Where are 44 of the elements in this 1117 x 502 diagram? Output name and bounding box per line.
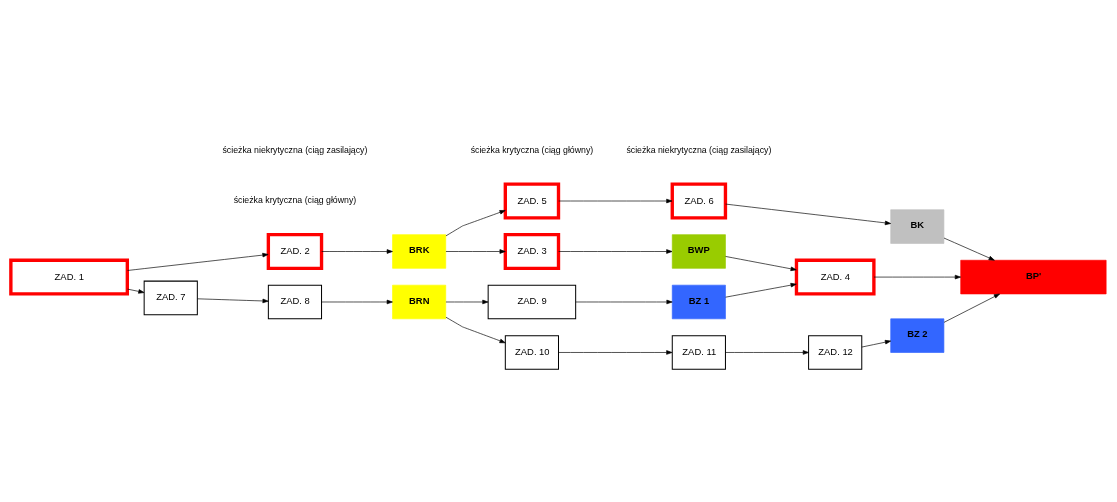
arrow	[321, 299, 393, 304]
arrow	[197, 297, 269, 303]
arrow	[943, 293, 1000, 323]
node-box: ZAD. 4	[794, 258, 876, 296]
node-box: ZAD. 9	[487, 284, 577, 319]
label: ścieżka krytyczna (ciąg główny)	[233, 194, 357, 205]
node-box: BRK	[392, 233, 447, 269]
node-box: ZAD. 3	[503, 232, 561, 270]
arrow	[873, 274, 961, 279]
arrow	[575, 299, 673, 304]
node-box: BK	[890, 208, 945, 244]
node-box: BWP	[671, 233, 726, 269]
label: ścieżka niekrytyczna (ciąg zasilający)	[222, 144, 368, 155]
node-box: ZAD. 7	[143, 280, 198, 315]
arrow	[445, 316, 506, 343]
arrow	[445, 209, 506, 236]
node-box: ZAD. 2	[266, 232, 324, 270]
node-box: ZAD. 12	[808, 334, 863, 370]
node-box: ZAD. 11	[671, 334, 726, 370]
node-box: BZ 1	[671, 284, 726, 319]
node-box: BP'	[960, 259, 1107, 294]
node-box: ZAD. 5	[503, 182, 561, 220]
arrow	[861, 339, 891, 347]
label: ścieżka niekrytyczna (ciąg zasilający)	[626, 144, 772, 155]
arrow	[725, 349, 809, 355]
arrow	[445, 248, 506, 254]
node-box: ZAD. 6	[670, 182, 728, 220]
arrow	[725, 255, 797, 271]
arrow	[943, 237, 995, 261]
arrow	[127, 288, 145, 294]
arrow	[558, 248, 673, 254]
label: ścieżka krytyczna (ciąg główny)	[470, 144, 594, 155]
node-box: ZAD. 1	[9, 258, 129, 296]
arrow	[321, 248, 393, 254]
arrow	[127, 252, 269, 271]
node-box: ZAD. 8	[267, 284, 323, 319]
node-box: BZ 2	[890, 318, 945, 353]
arrow	[725, 203, 891, 225]
node-box: BRN	[392, 284, 447, 319]
arrow	[725, 282, 797, 298]
arrow	[558, 349, 673, 355]
arrow	[558, 198, 673, 203]
node-box: ZAD. 10	[504, 334, 559, 370]
arrow	[445, 299, 489, 304]
